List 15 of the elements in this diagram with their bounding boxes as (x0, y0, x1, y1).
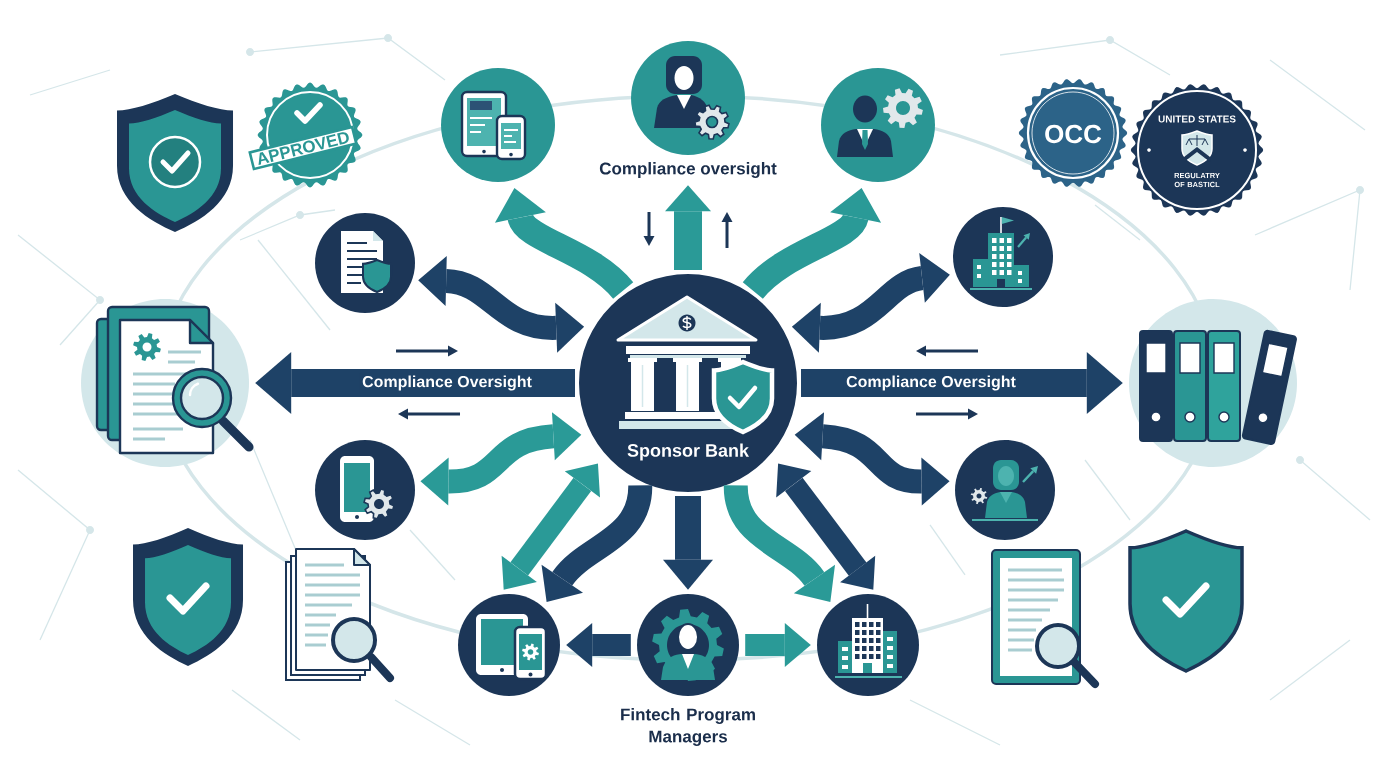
seal-label: UNITED STATES (1158, 115, 1236, 123)
arrow (420, 412, 582, 506)
arrow (723, 484, 835, 602)
seal-label: OCC (1045, 124, 1102, 144)
arrow (418, 255, 585, 353)
arrow (794, 412, 950, 506)
arrow (665, 185, 711, 270)
arrow (541, 484, 653, 602)
arrow (745, 623, 811, 667)
arrow (501, 463, 600, 590)
node-caption: Fintech Program Managers (621, 708, 755, 746)
node-caption: Compliance oversight (599, 162, 777, 178)
arrow (791, 253, 950, 353)
arrow (776, 463, 876, 590)
arrow (566, 623, 631, 667)
